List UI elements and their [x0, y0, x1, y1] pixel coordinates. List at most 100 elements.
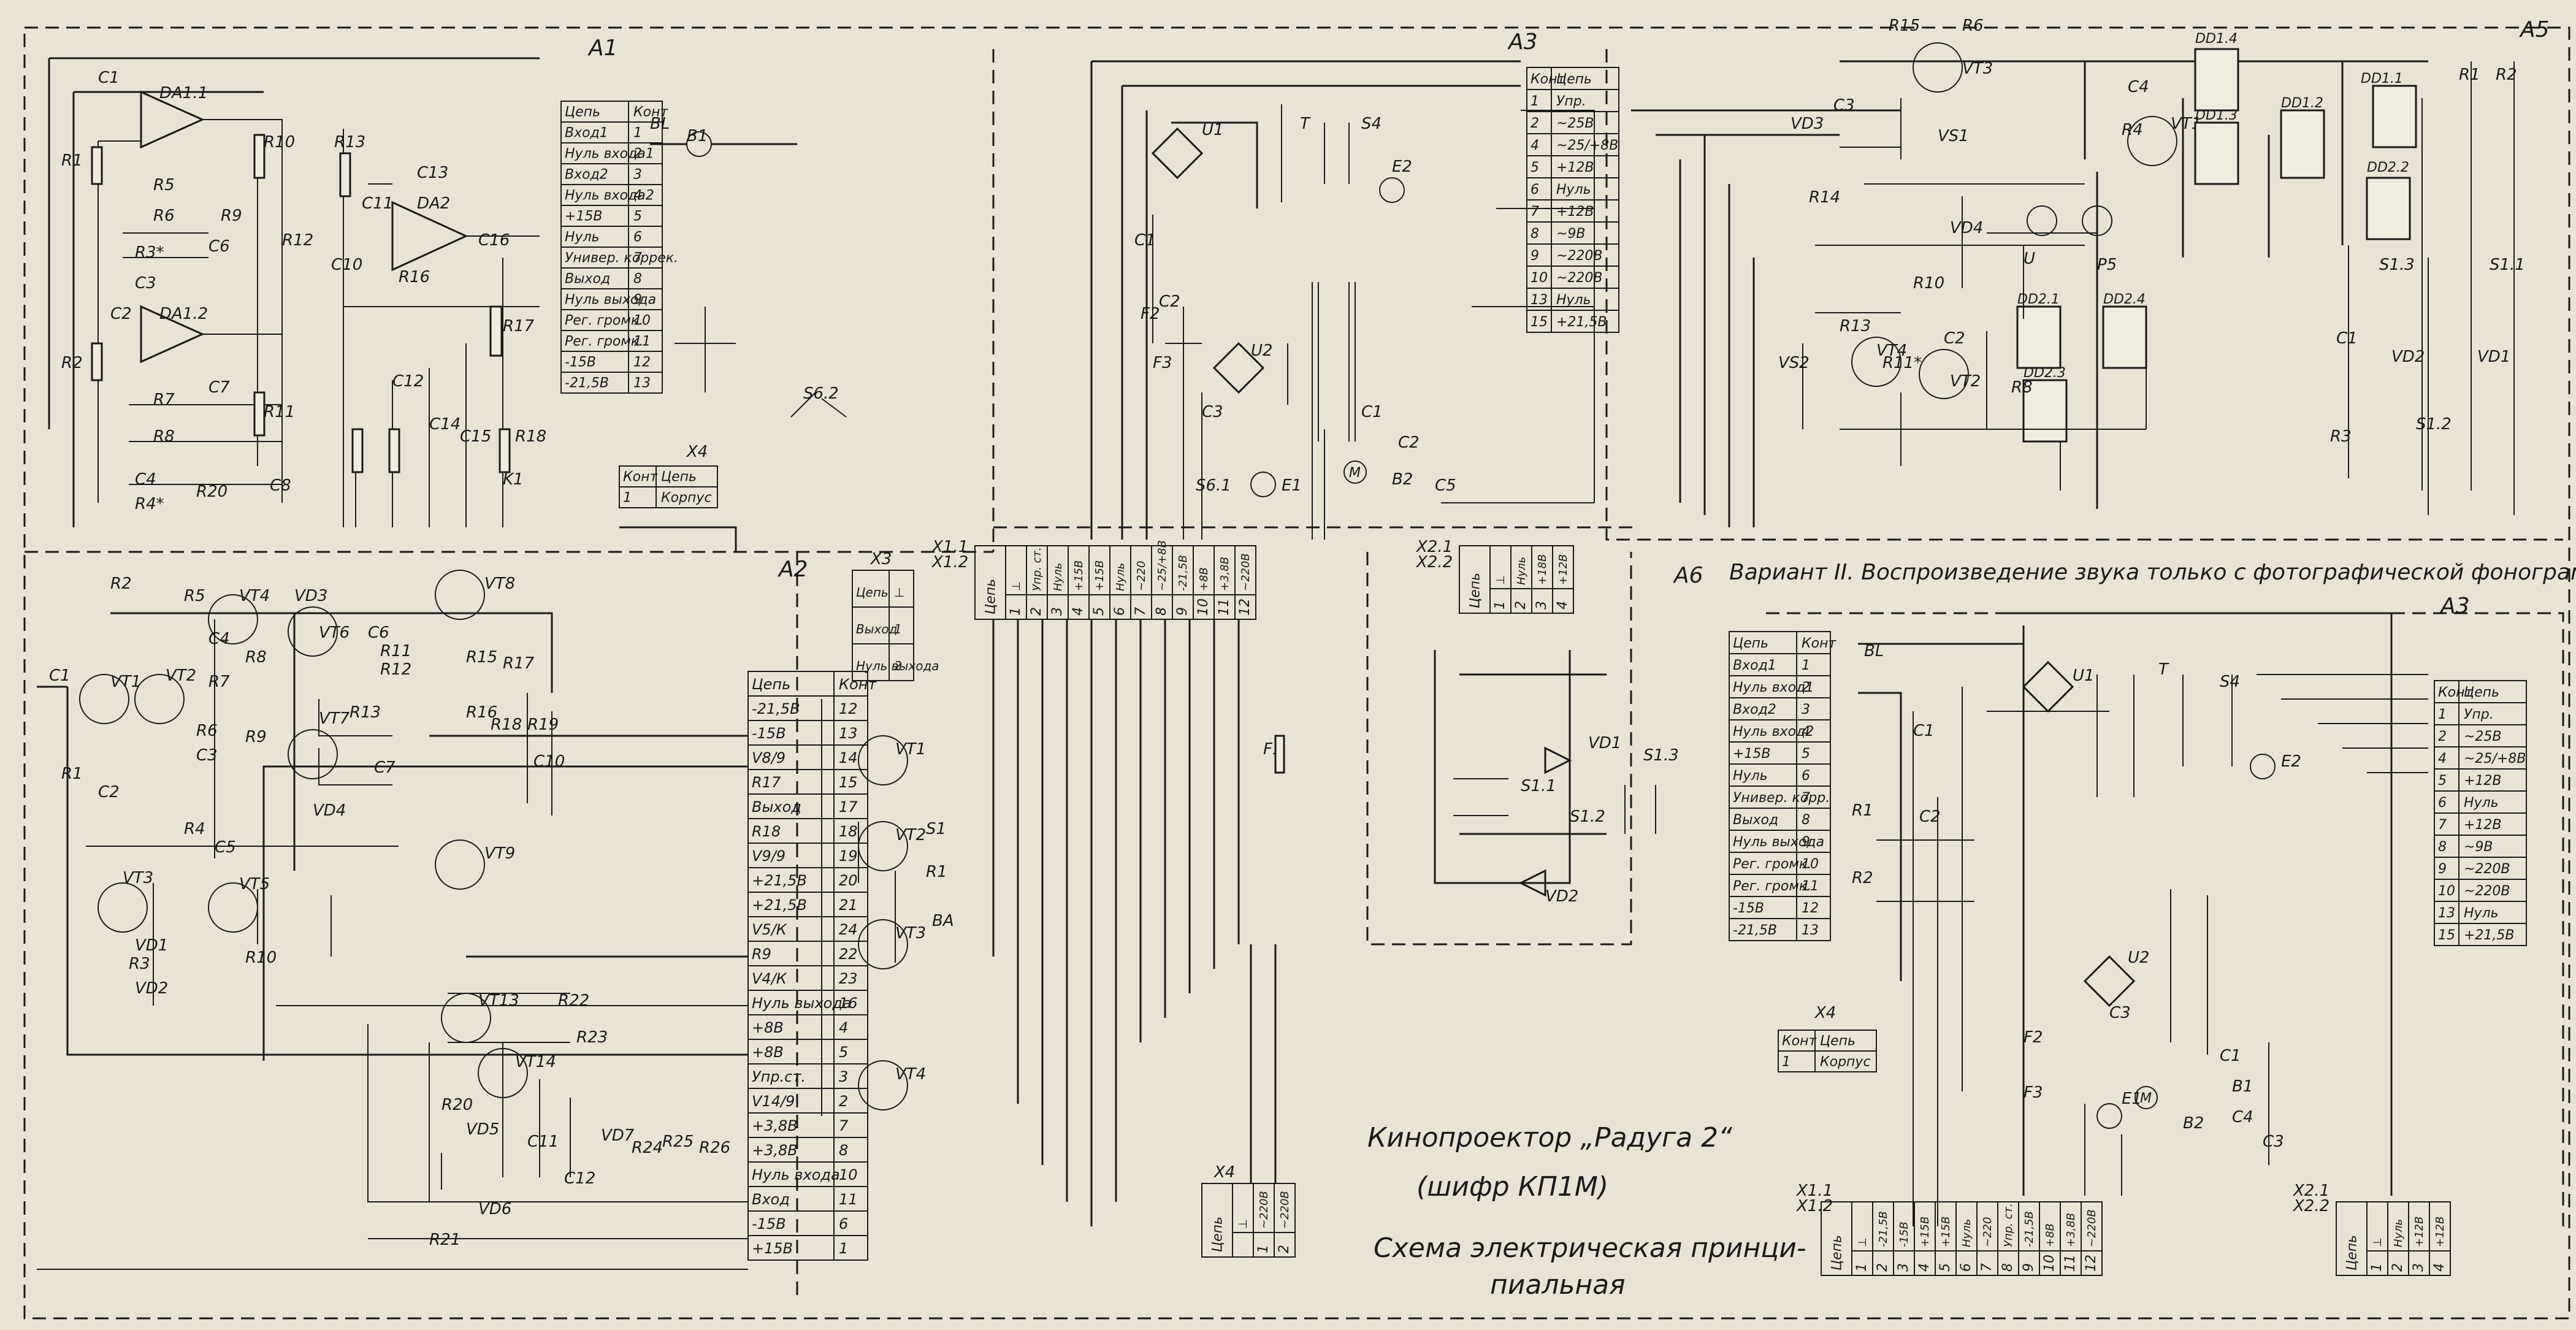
svg-text:T: T — [2158, 660, 2169, 679]
svg-text:R11: R11 — [264, 403, 295, 421]
strip-signal: ~220В — [1278, 1191, 1291, 1229]
table-cell-text: +15В — [565, 208, 603, 224]
strip-pin: 10 — [1196, 598, 1211, 616]
svg-text:C4: C4 — [2128, 78, 2149, 96]
strip-signal: +12В — [2413, 1217, 2426, 1247]
table-cell-text: -15В — [1733, 901, 1764, 916]
table-header: ⊥ — [894, 585, 904, 600]
table-cell-text: 11 — [633, 334, 651, 349]
r13-symbol — [339, 152, 351, 197]
table-cell-text: Выход — [856, 622, 897, 636]
table-cell-text: Универ. корр. — [1733, 790, 1830, 806]
table-cell-text: Нуль вход2 — [1733, 724, 1814, 740]
svg-text:R6: R6 — [1962, 17, 1984, 35]
table-cell-text: 2 — [839, 1093, 848, 1110]
svg-text:R18: R18 — [491, 716, 522, 734]
strip-pin: 8 — [2000, 1263, 2016, 1272]
table-cell-text: V8/9 — [752, 749, 785, 766]
table-cell-text: Упр. — [1556, 94, 1586, 109]
svg-text:R16: R16 — [399, 268, 430, 286]
svg-text:C1: C1 — [1361, 403, 1383, 421]
svg-text:S1.2: S1.2 — [1570, 808, 1605, 826]
svg-text:R13: R13 — [1840, 317, 1871, 335]
strip-signal: ~220В — [1239, 553, 1252, 591]
svg-text:S1.3: S1.3 — [1643, 746, 1679, 765]
svg-text:C3: C3 — [196, 746, 218, 765]
x2b-label-2: X2.2 — [2292, 1197, 2329, 1215]
svg-text:C1: C1 — [1134, 231, 1156, 250]
svg-text:VD4: VD4 — [313, 801, 346, 820]
table-cell-text: Корпус — [661, 490, 712, 505]
strip-pin: 3 — [1050, 607, 1065, 616]
table-cell-text: Нуль выхода — [752, 995, 852, 1012]
strip-signal: ~220В — [2085, 1209, 2098, 1247]
table-cell-text: 5 — [1531, 160, 1539, 175]
table-cell-text: Рег. громк. — [565, 334, 643, 349]
svg-text:R22: R22 — [558, 992, 589, 1010]
table-header: Цепь — [565, 104, 600, 120]
svg-text:C3: C3 — [1833, 96, 1855, 115]
svg-text:C13: C13 — [417, 164, 448, 182]
table-cell-text: Нуль выхода — [565, 292, 656, 307]
r2-symbol — [91, 342, 103, 381]
table-header: Конт — [839, 676, 877, 693]
svg-text:E2: E2 — [2281, 752, 2301, 771]
strip-pin: 6 — [1112, 607, 1128, 616]
table-cell-text: 13 — [839, 725, 858, 742]
block-boundaries — [23, 26, 2570, 1320]
svg-text:VD1: VD1 — [1588, 734, 1621, 752]
table-cell-text: ~9В — [2464, 839, 2493, 855]
svg-text:F3: F3 — [1153, 354, 1172, 372]
u2b-bridge — [2083, 955, 2136, 1007]
svg-text:VT4: VT4 — [895, 1065, 926, 1083]
table-cell — [889, 643, 914, 681]
x1-label-2: X1.2 — [931, 553, 968, 571]
svg-text:R15: R15 — [466, 648, 497, 667]
x1-label-1: X1.1 — [931, 538, 968, 556]
table-cell-text: 6 — [2438, 795, 2447, 811]
svg-text:VD1: VD1 — [2477, 348, 2510, 366]
svg-text:R6: R6 — [196, 722, 218, 740]
svg-text:VD2: VD2 — [1545, 887, 1578, 906]
table-cell-text: 9 — [1531, 248, 1539, 264]
table-cell-text: Нуль выхода — [856, 659, 939, 673]
table-cell-text: ~25В — [2464, 729, 2502, 744]
table-cell-text: 1 — [633, 125, 642, 140]
table-cell-text: Нуль вход1 — [1733, 680, 1814, 695]
table-cell-text: 15 — [1531, 315, 1548, 330]
strip-pin: 1 — [1008, 607, 1023, 616]
svg-text:R3: R3 — [129, 955, 150, 973]
strip-pin: 4 — [1555, 601, 1570, 610]
table-cell — [1551, 310, 1619, 333]
svg-text:C14: C14 — [429, 415, 461, 434]
strip-pin: 4 — [1071, 607, 1086, 616]
table-header: Цепь — [1820, 1033, 1856, 1049]
title-line-4: пиальная — [1490, 1269, 1626, 1301]
table-cell-text: 19 — [839, 847, 858, 865]
table-cell-text: 3 — [633, 167, 642, 182]
table-cell-text: 2 — [2438, 729, 2447, 744]
block-a5: A5 VT3 VT1 VT4 VT2 DD1.4 DD1.3 DD1.2 DD1… — [1631, 17, 2550, 527]
strip-signal: Нуль — [1114, 563, 1127, 591]
svg-text:C4: C4 — [208, 630, 230, 648]
svg-text:R14: R14 — [1809, 188, 1840, 207]
strip-signal: +8В — [2044, 1223, 2057, 1247]
table-cell-text: Нуль входа1 — [565, 146, 654, 161]
svg-text:R9: R9 — [245, 728, 267, 746]
table-cell-text: 4 — [633, 188, 642, 203]
svg-text:R1: R1 — [61, 765, 83, 783]
block-a6: A6 VD1 VD2 S1.1 S1.2 S1.3 F1 — [1263, 563, 1703, 906]
table-cell-text: 9 — [1802, 835, 1810, 850]
svg-text:S6.1: S6.1 — [1196, 476, 1231, 495]
svg-text:VT2: VT2 — [895, 826, 926, 844]
strip-cell — [1552, 588, 1574, 614]
vd1-diode — [1544, 746, 1572, 774]
svg-text:R8: R8 — [2011, 378, 2033, 397]
